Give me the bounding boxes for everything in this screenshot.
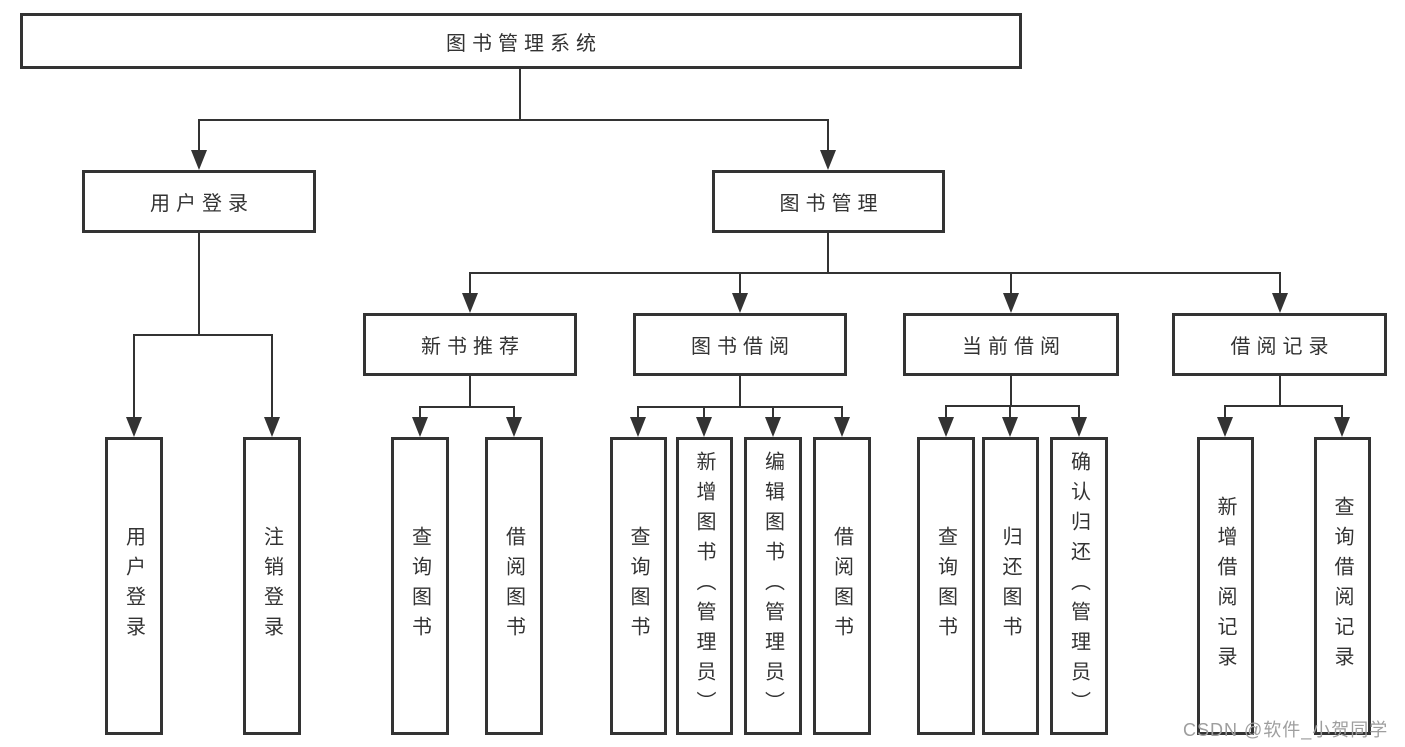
connector-recommend-stem <box>469 376 471 408</box>
connector-userlogin-stem <box>198 233 200 336</box>
connector-drop-query-recommend <box>419 406 421 420</box>
arrowhead-return-book-icon <box>1002 417 1018 437</box>
leaf-query-books-borrowing: 查询图书 <box>610 437 667 735</box>
arrowhead-borrow-borrowing-icon <box>834 417 850 437</box>
connector-current-stem <box>1010 376 1012 407</box>
connector-root-stem <box>519 69 521 121</box>
arrowhead-query-recommend-icon <box>412 417 428 437</box>
connector-drop-borrow-recommend <box>513 406 515 420</box>
leaf-edit-book-admin-label: 编辑图书（管理员） <box>761 451 784 721</box>
connector-records-rail <box>1224 405 1343 407</box>
node-new-book-recommend-label: 新书推荐 <box>421 336 525 358</box>
connector-drop-confirm-return <box>1078 405 1080 420</box>
connector-drop-return-book <box>1009 405 1011 420</box>
node-current-borrowing-label: 当前借阅 <box>962 336 1066 358</box>
leaf-confirm-return-admin-label: 确认归还（管理员） <box>1067 451 1090 721</box>
connector-drop-records <box>1279 272 1281 296</box>
arrowhead-add-record-icon <box>1217 417 1233 437</box>
connector-level2-rail <box>198 119 829 121</box>
arrowhead-add-book-icon <box>696 417 712 437</box>
arrowhead-confirm-return-icon <box>1071 417 1087 437</box>
connector-drop-query-borrowing <box>637 406 639 420</box>
connector-drop-edit-book <box>772 406 774 420</box>
connector-level3-rail <box>469 272 1281 274</box>
node-user-login: 用户登录 <box>82 170 316 233</box>
arrowhead-leaf-logout-icon <box>264 417 280 437</box>
connector-drop-borrow-borrowing <box>841 406 843 420</box>
node-book-borrowing-label: 图书借阅 <box>691 336 795 358</box>
connector-borrowing-rail <box>637 406 843 408</box>
connector-drop-add-record <box>1224 405 1226 420</box>
connector-userlogin-rail <box>133 334 273 336</box>
leaf-return-book-label: 归还图书 <box>999 526 1021 646</box>
connector-drop-query-current <box>945 405 947 420</box>
node-new-book-recommend: 新书推荐 <box>363 313 577 376</box>
connector-records-stem <box>1279 376 1281 407</box>
leaf-query-books-current-label: 查询图书 <box>934 526 957 646</box>
connector-drop-user-login <box>198 119 200 153</box>
leaf-logout-label: 注销登录 <box>260 526 283 646</box>
arrowhead-query-record-icon <box>1334 417 1350 437</box>
csdn-watermark: CSDN @软件_小贺同学 <box>1183 720 1389 740</box>
node-root-label: 图书管理系统 <box>446 32 602 55</box>
connector-drop-add-book <box>703 406 705 420</box>
leaf-query-books-borrowing-label: 查询图书 <box>627 526 649 646</box>
connector-drop-book-mgmt <box>827 119 829 153</box>
leaf-return-book: 归还图书 <box>982 437 1039 735</box>
arrowhead-query-borrowing-icon <box>630 417 646 437</box>
leaf-add-borrow-record-label: 新增借阅记录 <box>1214 496 1236 676</box>
leaf-borrow-books-borrowing: 借阅图书 <box>813 437 871 735</box>
leaf-edit-book-admin: 编辑图书（管理员） <box>744 437 802 735</box>
node-book-management: 图书管理 <box>712 170 945 233</box>
node-borrowing-records-label: 借阅记录 <box>1230 336 1335 358</box>
node-book-management-label: 图书管理 <box>779 193 884 215</box>
node-current-borrowing: 当前借阅 <box>903 313 1119 376</box>
node-book-borrowing: 图书借阅 <box>633 313 847 376</box>
leaf-logout: 注销登录 <box>243 437 301 735</box>
leaf-confirm-return-admin: 确认归还（管理员） <box>1050 437 1108 735</box>
leaf-borrow-books-recommend: 借阅图书 <box>485 437 543 735</box>
arrowhead-query-current-icon <box>938 417 954 437</box>
node-borrowing-records: 借阅记录 <box>1172 313 1387 376</box>
arrowhead-borrowing-icon <box>732 293 748 313</box>
leaf-add-book-admin-label: 新增图书（管理员） <box>693 451 715 721</box>
connector-drop-leaf-user-login <box>133 334 135 420</box>
leaf-query-books-recommend-label: 查询图书 <box>408 526 431 646</box>
node-user-login-label: 用户登录 <box>150 193 254 215</box>
leaf-add-book-admin: 新增图书（管理员） <box>676 437 733 735</box>
leaf-borrow-books-borrowing-label: 借阅图书 <box>830 526 853 646</box>
leaf-query-books-recommend: 查询图书 <box>391 437 449 735</box>
connector-drop-query-record <box>1341 405 1343 420</box>
connector-drop-leaf-logout <box>271 334 273 420</box>
arrowhead-edit-book-icon <box>765 417 781 437</box>
arrowhead-leaf-user-login-icon <box>126 417 142 437</box>
leaf-user-login: 用户登录 <box>105 437 163 735</box>
arrowhead-book-mgmt-icon <box>820 150 836 170</box>
leaf-query-books-current: 查询图书 <box>917 437 975 735</box>
arrowhead-borrow-recommend-icon <box>506 417 522 437</box>
connector-recommend-rail <box>419 406 515 408</box>
connector-borrowing-stem <box>739 376 741 408</box>
connector-current-rail <box>945 405 1080 407</box>
leaf-borrow-books-recommend-label: 借阅图书 <box>502 526 525 646</box>
node-root: 图书管理系统 <box>20 13 1022 69</box>
leaf-user-login-label: 用户登录 <box>122 526 145 646</box>
arrowhead-current-icon <box>1003 293 1019 313</box>
leaf-add-borrow-record: 新增借阅记录 <box>1197 437 1254 735</box>
arrowhead-recommend-icon <box>462 293 478 313</box>
connector-drop-current <box>1010 272 1012 296</box>
connector-bookmgmt-stem <box>827 233 829 274</box>
connector-drop-borrowing <box>739 272 741 296</box>
leaf-query-borrow-record: 查询借阅记录 <box>1314 437 1371 735</box>
arrowhead-user-login-icon <box>191 150 207 170</box>
arrowhead-records-icon <box>1272 293 1288 313</box>
connector-drop-recommend <box>469 272 471 296</box>
leaf-query-borrow-record-label: 查询借阅记录 <box>1331 496 1353 676</box>
